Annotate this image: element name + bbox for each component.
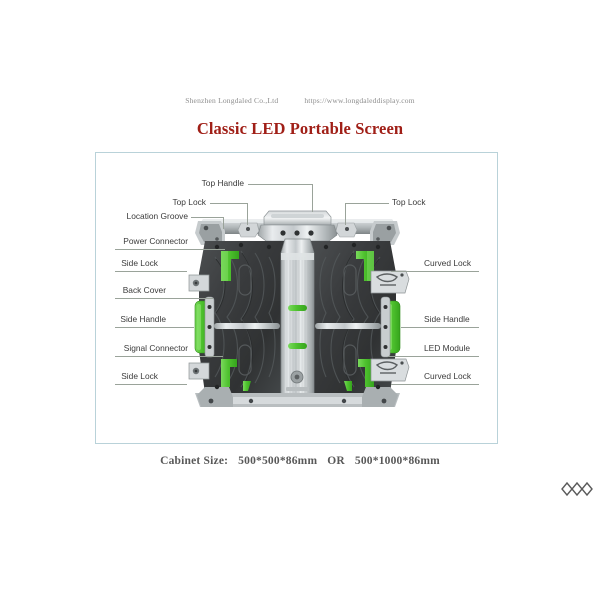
- cabinet-size-prefix: Cabinet Size:: [160, 455, 229, 467]
- diagram-frame: Top Handle Top Lock Location Groove Powe…: [95, 152, 498, 444]
- leader-curved-lock-upper-h: [391, 271, 479, 272]
- callout-label-side-lock-lower: Side Lock: [121, 371, 158, 381]
- product-illustration: [181, 201, 414, 431]
- triple-diamond-logo: [560, 481, 594, 497]
- page-title: Classic LED Portable Screen: [196, 119, 404, 138]
- callout-label-back-cover: Back Cover: [122, 285, 166, 295]
- page-header: Shenzhen Longdaled Co.,Ltd https://www.lo…: [0, 96, 600, 105]
- callout-label-top-lock-left: Top Lock: [172, 197, 206, 207]
- callout-label-side-lock-upper: Side Lock: [121, 258, 158, 268]
- callout-label-location-groove: Location Groove: [126, 211, 188, 221]
- leader-top-lock-left-v: [247, 203, 248, 225]
- leader-top-lock-left-h: [210, 203, 248, 204]
- leader-location-groove-h: [191, 217, 224, 218]
- callout-label-signal-connector: Signal Connector: [123, 343, 188, 353]
- callout-label-led-module: LED Module: [424, 343, 471, 353]
- leader-curved-lock-lower-h: [391, 384, 479, 385]
- callout-label-side-handle-right: Side Handle: [424, 314, 470, 324]
- leader-location-groove-v: [223, 217, 224, 229]
- cabinet-size-value-2: 500*1000*86mm: [354, 455, 440, 467]
- callout-label-side-handle-left: Side Handle: [120, 314, 166, 324]
- leader-top-lock-right-v: [345, 203, 346, 225]
- leader-top-handle-v: [312, 184, 313, 212]
- cabinet-size-value-1: 500*500*86mm: [238, 455, 318, 467]
- cabinet-size-conjunction: OR: [327, 455, 345, 467]
- diagram-stage: Top Handle Top Lock Location Groove Powe…: [96, 153, 497, 443]
- callout-label-top-lock-right: Top Lock: [392, 197, 426, 207]
- leader-led-module-h: [388, 356, 479, 357]
- callout-label-power-connector: Power Connector: [123, 236, 188, 246]
- company-name: Shenzhen Longdaled Co.,Ltd: [185, 96, 279, 105]
- leader-side-lock-upper-h: [115, 271, 187, 272]
- cabinet-size-caption: Cabinet Size: 500*500*86mm OR 500*1000*86mm: [0, 455, 600, 467]
- leader-side-handle-right-h: [401, 327, 479, 328]
- leader-power-connector-h: [115, 249, 225, 250]
- callout-label-curved-lock-upper: Curved Lock: [424, 258, 472, 268]
- leader-top-handle-h: [248, 184, 313, 185]
- leader-back-cover-h: [115, 298, 213, 299]
- leader-side-lock-lower-h: [115, 384, 187, 385]
- callout-label-top-handle: Top Handle: [201, 178, 244, 188]
- leader-side-handle-left-h: [115, 327, 194, 328]
- leader-top-lock-right-h: [345, 203, 389, 204]
- callout-label-curved-lock-lower: Curved Lock: [424, 371, 472, 381]
- leader-signal-connector-h: [115, 356, 223, 357]
- company-website: https://www.longdaleddisplay.com: [304, 96, 415, 105]
